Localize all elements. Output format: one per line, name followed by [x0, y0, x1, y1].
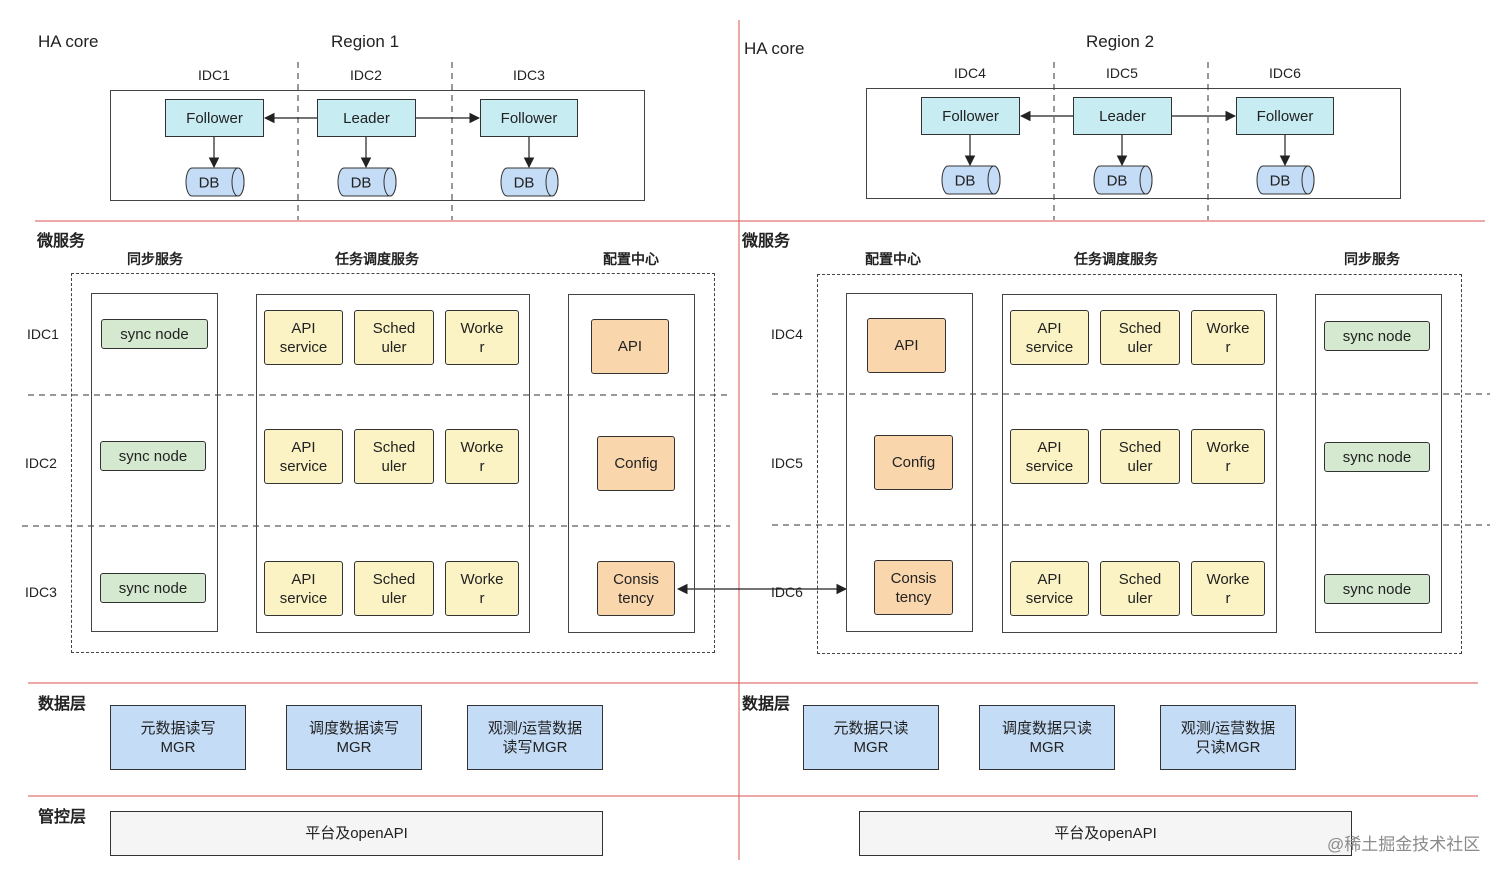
platform-openapi-box: 平台及openAPI — [859, 811, 1352, 856]
config-api-box: API — [867, 318, 946, 373]
leader-node: Leader — [317, 99, 416, 137]
platform-openapi-box: 平台及openAPI — [110, 811, 603, 856]
watermark: @稀土掘金技术社区 — [1327, 835, 1481, 854]
sync-service-frame — [1315, 294, 1442, 633]
ha-idc-label: IDC6 — [1269, 65, 1301, 81]
db-label: DB — [513, 174, 535, 192]
follower-node: Follower — [480, 99, 578, 137]
task-service-frame — [256, 294, 530, 633]
data-layer-title-right: 数据层 — [742, 696, 791, 713]
region-2-title: Region 2 — [1086, 32, 1155, 51]
config-center-frame — [846, 293, 973, 632]
row-idc-label: IDC3 — [25, 584, 57, 600]
config-box: Config — [597, 436, 675, 491]
column-sync-service: 同步服务 — [127, 251, 183, 267]
sync-node: sync node — [1324, 442, 1430, 472]
region-1-title: Region 1 — [331, 32, 400, 51]
column-config-center: 配置中心 — [865, 251, 921, 267]
follower-node: Follower — [921, 97, 1020, 135]
sync-node: sync node — [1324, 574, 1430, 604]
column-task-scheduling: 任务调度服务 — [335, 251, 419, 267]
sync-node: sync node — [1324, 321, 1430, 351]
ha-idc-label: IDC1 — [198, 67, 230, 83]
sync-node: sync node — [100, 573, 206, 603]
leader-node: Leader — [1073, 97, 1172, 135]
db-label: DB — [1106, 172, 1128, 190]
red-dividers — [28, 20, 1485, 860]
data-store-box: 观测/运营数据只读MGR — [1160, 705, 1296, 770]
ha-idc-label: IDC3 — [513, 67, 545, 83]
sync-service-frame — [91, 293, 218, 632]
task-service-frame — [1002, 294, 1277, 633]
ha-core-title-left: HA core — [38, 32, 99, 51]
db-label: DB — [350, 174, 372, 192]
follower-node: Follower — [165, 99, 264, 137]
ha-idc-label: IDC5 — [1106, 65, 1138, 81]
column-sync-service: 同步服务 — [1344, 251, 1400, 267]
ha-idc-label: IDC4 — [954, 65, 986, 81]
db-label: DB — [198, 174, 220, 192]
microservice-title-left: 微服务 — [37, 233, 86, 250]
data-store-box: 观测/运营数据读写MGR — [467, 705, 603, 770]
db-label: DB — [1269, 172, 1291, 190]
db-cylinders — [185, 165, 1315, 197]
config-box: Config — [874, 435, 953, 490]
sync-node: sync node — [100, 441, 206, 471]
ha-core-title-right: HA core — [744, 39, 805, 58]
microservice-dashed-frame-left — [71, 273, 715, 653]
row-idc-label: IDC2 — [25, 455, 57, 471]
data-layer-title-left: 数据层 — [38, 696, 87, 713]
sync-node: sync node — [101, 319, 208, 349]
row-idc-label: IDC6 — [771, 584, 803, 600]
microservice-dashed-frame-right — [817, 274, 1462, 654]
management-layer-title: 管控层 — [38, 809, 87, 826]
column-config-center: 配置中心 — [603, 251, 659, 267]
follower-node: Follower — [1236, 97, 1334, 135]
column-task-scheduling: 任务调度服务 — [1074, 251, 1158, 267]
config-api-box: API — [591, 319, 669, 374]
microservice-title-right: 微服务 — [742, 233, 791, 250]
row-idc-label: IDC5 — [771, 455, 803, 471]
row-idc-label: IDC4 — [771, 326, 803, 342]
ha-idc-label: IDC2 — [350, 67, 382, 83]
row-idc-label: IDC1 — [27, 326, 59, 342]
ha-core-frame-left — [110, 90, 645, 201]
ha-core-frame-right — [866, 88, 1401, 199]
db-label: DB — [954, 172, 976, 190]
config-center-frame — [568, 294, 695, 633]
